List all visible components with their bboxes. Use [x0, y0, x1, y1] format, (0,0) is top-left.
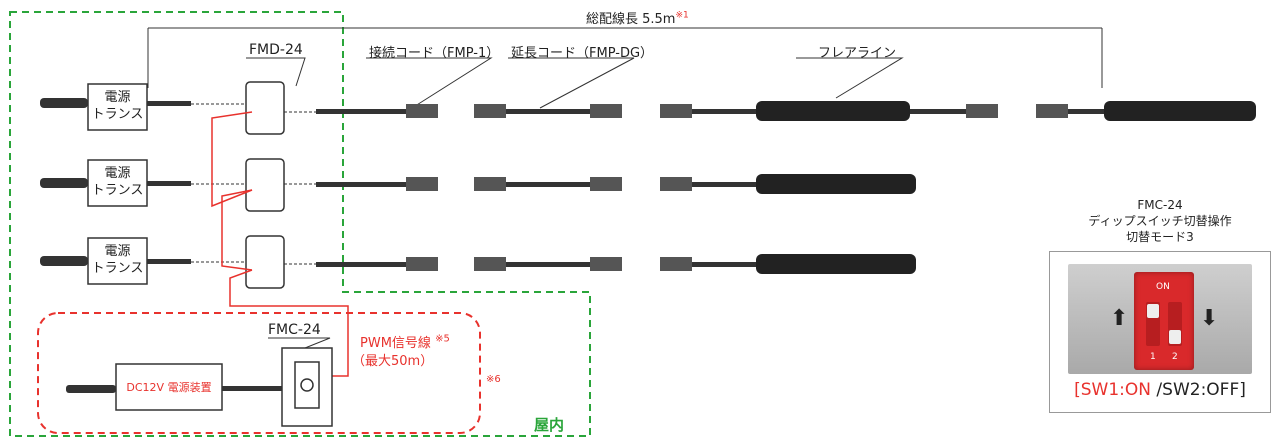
output-cable — [147, 259, 191, 264]
connect-cord-label: 接続コード（FMP-1） — [369, 46, 500, 61]
dip-caption: [SW1:ON /SW2:OFF] — [1074, 380, 1246, 400]
flare-cable — [692, 262, 756, 267]
fmc-24-knob — [300, 378, 314, 392]
dc-power-supply-label: DC12V 電源装置 — [126, 381, 212, 394]
power-transformer-box — [87, 159, 148, 207]
dip-pos-2: 2 — [1172, 352, 1178, 362]
fmd-label: FMD-24 — [249, 42, 303, 58]
connector — [590, 257, 622, 271]
arrow-down-icon: ⬇ — [1200, 306, 1219, 331]
connector — [406, 104, 438, 118]
dip-switch: ON 1 2 — [1134, 272, 1194, 370]
arrow-up-icon: ⬆ — [1110, 306, 1129, 331]
flare-cable — [910, 109, 966, 114]
power-transformer-label: 電源トランス — [91, 90, 144, 122]
note-6: ※6 — [486, 374, 501, 385]
extension-cord-plug — [474, 257, 506, 271]
flare-line-label: フレアライン — [818, 46, 897, 61]
dip-knob-2 — [1169, 330, 1181, 344]
power-transformer-box — [87, 83, 148, 131]
connector — [966, 104, 998, 118]
connect-cord — [316, 182, 406, 187]
flare-plug — [1036, 104, 1068, 118]
connector — [590, 104, 622, 118]
dip-knob-1 — [1147, 304, 1159, 318]
fmd-24-unit — [245, 235, 285, 289]
dip-switch-panel: ⬆ ON 1 2 ⬇ [SW1:ON /SW2:OFF] — [1049, 251, 1271, 413]
signal-zone-border — [37, 312, 481, 434]
dc-power-supply-box — [115, 363, 223, 411]
flare-line-strip — [756, 254, 916, 274]
fmd-24-unit — [245, 81, 285, 135]
fmc-24-plate — [294, 361, 320, 409]
connect-cord — [316, 109, 406, 114]
pwm-signal-wiring — [211, 111, 349, 377]
total-length-label: 総配線長 5.5m※1 — [586, 10, 689, 27]
extension-cord-label: 延長コード（FMP-DG） — [511, 46, 654, 61]
flare-cable — [692, 182, 756, 187]
row-3 — [40, 235, 916, 289]
row-1 — [40, 81, 1256, 135]
flare-cable — [692, 109, 756, 114]
flare-plug — [660, 257, 692, 271]
row-2 — [40, 158, 916, 212]
extension-cord — [506, 109, 590, 114]
connector — [590, 177, 622, 191]
indoor-label: 屋内 — [534, 416, 565, 434]
connector — [406, 177, 438, 191]
power-transformer-box — [87, 237, 148, 285]
input-cable — [40, 256, 88, 266]
dip-panel-title: FMC-24 ディップスイッチ切替操作 切替モード3 — [1088, 198, 1232, 244]
extension-cord — [506, 182, 590, 187]
dc-input-cable — [66, 385, 116, 393]
dip-slot-1 — [1146, 302, 1160, 346]
pwm-signal-label: PWM信号線 ※5 — [360, 333, 450, 351]
power-transformer-label: 電源トランス — [91, 166, 144, 198]
output-cable — [147, 181, 191, 186]
pwm-max-label: （最大50m） — [352, 354, 434, 369]
dip-on-label: ON — [1156, 282, 1170, 292]
extension-cord — [506, 262, 590, 267]
fmd-24-unit — [245, 158, 285, 212]
total-length-note: ※1 — [675, 10, 689, 21]
connect-cord — [316, 262, 406, 267]
flare-line-strip — [1104, 101, 1256, 121]
leader-lines — [246, 57, 904, 349]
dc-output-cable — [222, 386, 282, 391]
input-cable — [40, 98, 88, 108]
flare-cable — [1068, 109, 1104, 114]
output-cable — [147, 101, 191, 106]
power-transformer-label: 電源トランス — [91, 244, 144, 276]
flare-plug — [660, 177, 692, 191]
flare-line-strip — [756, 174, 916, 194]
fmc-controller-label: FMC-24 — [268, 322, 321, 338]
extension-cord-plug — [474, 104, 506, 118]
dip-switch-photo: ⬆ ON 1 2 ⬇ — [1068, 264, 1252, 374]
connector — [406, 257, 438, 271]
flare-line-strip — [756, 101, 910, 121]
dip-slot-2 — [1168, 302, 1182, 346]
dip-pos-1: 1 — [1150, 352, 1156, 362]
input-cable — [40, 178, 88, 188]
indoor-zone-border — [9, 11, 591, 437]
extension-cord-plug — [474, 177, 506, 191]
flare-plug — [660, 104, 692, 118]
total-length-dimension — [147, 27, 1103, 88]
